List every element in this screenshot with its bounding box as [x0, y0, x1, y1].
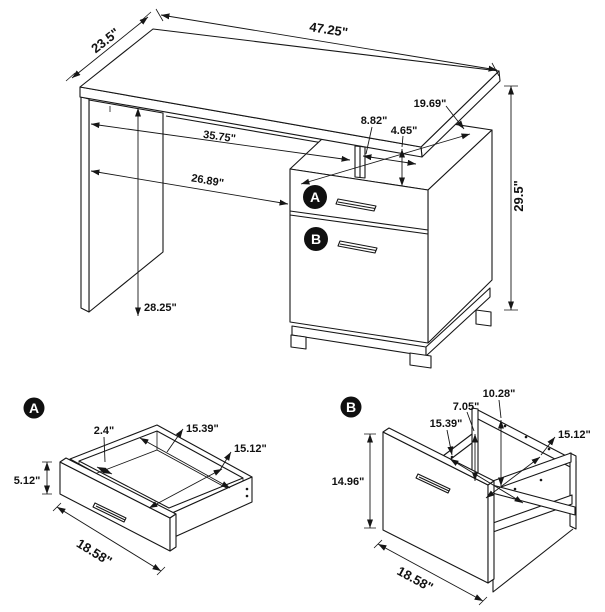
dim-label-b-inner-depth: 15.12"	[558, 429, 591, 441]
dim-label-a-inner-depth: 15.12"	[234, 443, 267, 455]
dim-label-b-front-height: 14.96"	[332, 476, 365, 488]
dim-label-return-depth: 19.69"	[414, 98, 447, 110]
desk-leg-side-panel	[88, 99, 164, 313]
dim-b-back-inner-height: 10.28"	[483, 388, 516, 486]
dim-b-inner-depth: 15.12"	[485, 429, 591, 499]
dim-a-inner-width: 15.39"	[139, 423, 231, 489]
drawer-b-detail-letter: B	[346, 399, 356, 415]
dim-label-opening-upper: 35.75"	[202, 129, 236, 145]
badge-circle-icon	[303, 185, 327, 209]
dim-label-top-gap-height: 4.65"	[391, 125, 418, 137]
drawer-gap-line-lower	[289, 214, 429, 235]
dim-label-a-front-height: 5.12"	[14, 475, 41, 487]
dim-a-front-height: 5.12"	[14, 461, 52, 495]
pedestal-foot-back-right	[475, 309, 492, 327]
dim-top-gap-height: 4.65"	[391, 125, 418, 186]
dim-label-a-inner-width: 15.39"	[186, 423, 219, 435]
dim-label-b-inner-width: 15.39"	[430, 418, 463, 430]
dim-label-opening-height: 28.25"	[144, 302, 177, 314]
dim-a-inner-depth: 15.12"	[148, 443, 267, 509]
dim-label-b-back-height: 10.28"	[483, 388, 516, 400]
dim-label-opening-lower: 26.89"	[190, 172, 224, 189]
drawer-a-handle	[335, 198, 377, 212]
drawer-b-detail: B 14.96" 18	[332, 388, 591, 606]
drawer-a-badge: A	[303, 185, 327, 209]
pedestal-foot-front-right	[409, 352, 432, 369]
desk-leg-front-edge	[80, 96, 90, 313]
dim-top-width: 47.25"	[155, 8, 500, 77]
dim-b-front-height: 14.96"	[332, 433, 376, 529]
dim-label-top-width: 47.25"	[308, 19, 349, 40]
dim-label-b-side-height: 7.05"	[453, 401, 480, 413]
dim-opening-height: 28.25"	[135, 108, 177, 316]
drawer-a-badge-letter: A	[310, 189, 320, 205]
desk-assembly-view: A B 23.5" 47.25" 35.75" 26.89" 28.2	[65, 8, 526, 369]
drawer-a-detail: A 5.12" 2.4" 15.39"	[14, 397, 267, 576]
drawer-a-badge-detail: A	[23, 397, 45, 419]
drawer-b-badge-letter: B	[311, 231, 321, 247]
dim-overall-height: 29.5"	[504, 85, 526, 311]
drawer-b-badge-detail: B	[340, 396, 362, 418]
dim-label-post-gap: 8.82"	[361, 115, 388, 127]
dim-a-lip-offset: 2.4"	[94, 425, 115, 475]
drawer-b-badge: B	[304, 227, 328, 251]
drawer-a-detail-letter: A	[29, 400, 39, 416]
drawer-b-back-right-post	[569, 452, 577, 530]
dim-label-b-outer-width: 18.58"	[395, 563, 436, 595]
drawer-b-handle	[337, 240, 378, 254]
drawer-a-front-panel-side	[169, 513, 177, 552]
dim-label-overall-height: 29.5"	[511, 180, 526, 211]
drawer-b-detail-handle	[415, 473, 451, 494]
pedestal-base-right	[425, 287, 491, 357]
badge-circle-icon	[304, 227, 328, 251]
dim-label-a-lip-offset: 2.4"	[94, 425, 115, 437]
drawer-gap-line-upper	[289, 210, 429, 231]
dim-post-gap: 8.82"	[361, 115, 417, 166]
pedestal-foot-front-left	[290, 334, 307, 350]
dim-label-a-outer-width: 18.58"	[74, 536, 115, 569]
dim-opening-lower-width: 26.89"	[90, 169, 289, 206]
